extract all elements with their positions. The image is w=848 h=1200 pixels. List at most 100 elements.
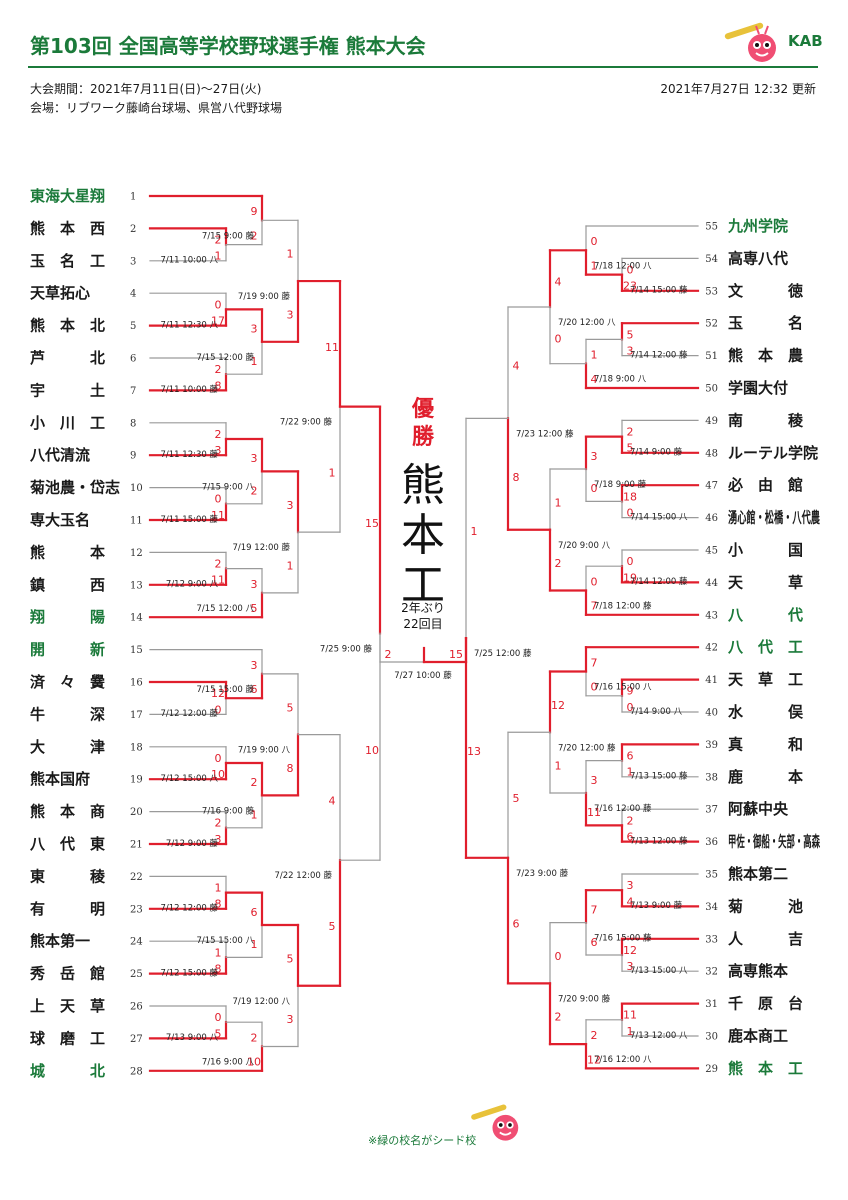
team-name: 有 明 bbox=[30, 900, 105, 918]
match-score: 3 bbox=[251, 323, 258, 336]
match-score: 1 bbox=[251, 809, 258, 822]
match-schedule: 7/15 12:00 藤 bbox=[197, 352, 255, 363]
match-score: 10 bbox=[247, 1056, 261, 1069]
match-score: 1 bbox=[329, 466, 336, 479]
match-schedule: 7/18 12:00 八 bbox=[594, 261, 652, 271]
match-score: 5 bbox=[287, 701, 294, 714]
match-score: 0 bbox=[591, 575, 598, 588]
match-score: 7 bbox=[591, 656, 598, 669]
team-number: 35 bbox=[705, 870, 718, 881]
match-score: 0 bbox=[627, 701, 634, 714]
match-score: 1 bbox=[251, 355, 258, 368]
match-score: 8 bbox=[513, 471, 520, 484]
team-name: 高専八代 bbox=[728, 249, 788, 267]
match-score: 2 bbox=[251, 485, 258, 498]
team-number: 37 bbox=[705, 805, 718, 816]
match-score: 1 bbox=[251, 938, 258, 951]
match-score: 1 bbox=[555, 760, 562, 773]
match-schedule: 7/13 15:00 八 bbox=[630, 966, 688, 976]
team-name: 牛 深 bbox=[30, 705, 105, 723]
team-name: 上 天 草 bbox=[30, 997, 105, 1015]
match-schedule: 7/19 9:00 八 bbox=[238, 746, 291, 756]
match-score: 0 bbox=[215, 752, 222, 765]
team-number: 48 bbox=[705, 448, 718, 459]
match-score: 19 bbox=[623, 571, 637, 584]
kab-brand-logo: KAB bbox=[788, 32, 823, 50]
match-score: 1 bbox=[287, 248, 294, 261]
team-name: 開 新 bbox=[30, 641, 105, 659]
match-score: 5 bbox=[513, 792, 520, 805]
match-schedule: 7/20 9:00 藤 bbox=[558, 993, 611, 1004]
match-score: 3 bbox=[251, 659, 258, 672]
team-name: 東 稜 bbox=[30, 867, 106, 885]
match-schedule: 7/18 9:00 藤 bbox=[594, 479, 647, 490]
team-name: 阿蘇中央 bbox=[728, 800, 789, 818]
match-score: 0 bbox=[215, 493, 222, 506]
match-schedule: 7/16 15:00 藤 bbox=[594, 933, 652, 944]
match-schedule: 7/14 12:00 藤 bbox=[630, 349, 688, 360]
mascot-logo-icon bbox=[724, 22, 776, 62]
match-score: 11 bbox=[211, 509, 225, 522]
team-number: 32 bbox=[705, 967, 718, 978]
match-schedule: 7/11 12:30 藤 bbox=[161, 449, 219, 460]
team-number: 22 bbox=[130, 872, 143, 883]
match-score: 4 bbox=[555, 276, 562, 289]
champion-name: 本 bbox=[401, 510, 445, 561]
match-schedule: 7/11 10:00 八 bbox=[161, 256, 219, 266]
match-score: 12 bbox=[551, 699, 565, 712]
team-name: 熊 本 北 bbox=[30, 317, 105, 335]
team-number: 2 bbox=[130, 224, 136, 235]
match-score: 5 bbox=[251, 602, 258, 615]
match-score: 0 bbox=[555, 950, 562, 963]
team-number: 38 bbox=[705, 772, 718, 783]
match-score: 4 bbox=[329, 794, 336, 807]
match-score: 0 bbox=[215, 298, 222, 311]
team-number: 18 bbox=[130, 742, 143, 753]
match-score: 2 bbox=[215, 363, 222, 376]
team-name: 菊 池 bbox=[728, 897, 803, 915]
team-name: 秀 岳 館 bbox=[29, 965, 105, 983]
match-score: 2 bbox=[215, 428, 222, 441]
final-score-left: 2 bbox=[385, 648, 392, 661]
match-score: 17 bbox=[211, 315, 225, 328]
match-score: 4 bbox=[591, 373, 598, 386]
team-number: 30 bbox=[705, 1032, 718, 1043]
champion-name: 工 bbox=[401, 560, 445, 611]
match-schedule: 7/12 15:00 八 bbox=[161, 774, 219, 784]
match-score: 3 bbox=[591, 450, 598, 463]
team-name: 甲佐・御船・矢部・高森 bbox=[728, 833, 821, 851]
match-score: 1 bbox=[287, 560, 294, 573]
match-schedule: 7/15 12:00 八 bbox=[197, 604, 255, 614]
team-number: 6 bbox=[130, 354, 136, 365]
team-name: 九州学院 bbox=[727, 217, 788, 235]
team-number: 21 bbox=[130, 840, 143, 851]
match-score: 12 bbox=[587, 1053, 601, 1066]
match-score: 1 bbox=[555, 496, 562, 509]
match-score: 6 bbox=[591, 936, 598, 949]
match-score: 3 bbox=[215, 833, 222, 846]
match-score: 2 bbox=[591, 1029, 598, 1042]
match-score: 18 bbox=[623, 490, 637, 503]
match-score: 0 bbox=[215, 703, 222, 716]
team-number: 55 bbox=[705, 222, 718, 233]
match-score: 0 bbox=[555, 332, 562, 345]
team-number: 54 bbox=[705, 254, 718, 265]
match-schedule: 7/22 12:00 藤 bbox=[275, 870, 333, 881]
match-schedule: 7/15 9:00 藤 bbox=[202, 230, 255, 241]
match-score: 1 bbox=[627, 766, 634, 779]
match-score: 6 bbox=[627, 750, 634, 763]
team-number: 50 bbox=[705, 384, 718, 395]
team-name: 熊本第二 bbox=[728, 865, 788, 883]
match-score: 0 bbox=[627, 507, 634, 520]
team-name: 湧心館・松橋・八代農 bbox=[728, 509, 820, 527]
team-number: 12 bbox=[130, 548, 143, 559]
match-schedule: 7/18 9:00 八 bbox=[594, 375, 647, 385]
header-divider bbox=[28, 66, 818, 68]
champion-name: 熊 bbox=[401, 460, 445, 511]
team-name: 鹿本商工 bbox=[728, 1027, 788, 1045]
match-score: 3 bbox=[627, 879, 634, 892]
match-score: 7 bbox=[591, 903, 598, 916]
match-score: 3 bbox=[591, 774, 598, 787]
team-number: 33 bbox=[705, 934, 718, 945]
match-schedule: 7/16 12:00 八 bbox=[594, 1055, 652, 1065]
